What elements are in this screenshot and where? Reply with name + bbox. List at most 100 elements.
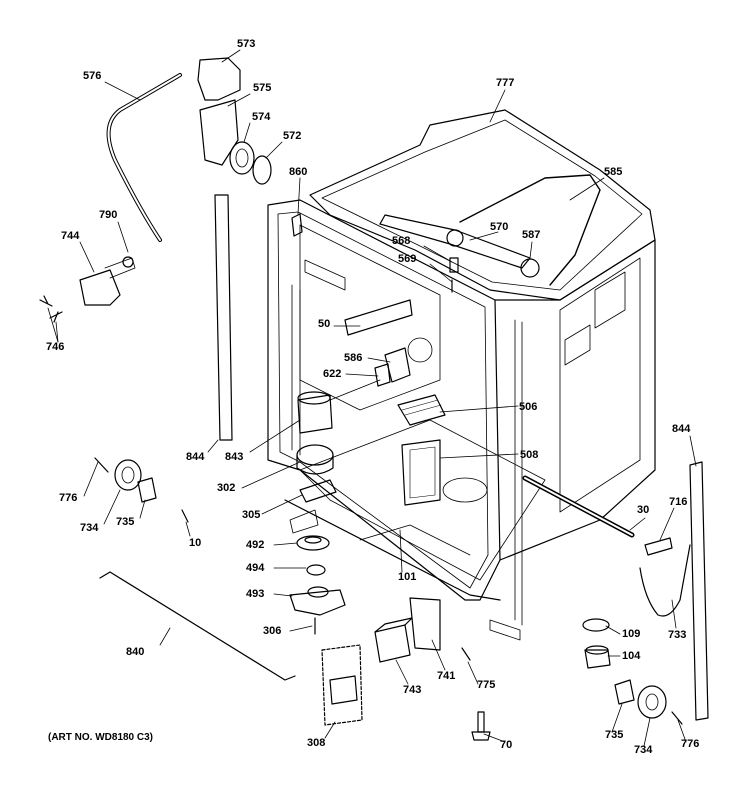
callout-777: 777 (496, 77, 514, 89)
callout-574: 574 (252, 111, 271, 123)
callout-840: 840 (126, 646, 144, 658)
rail-50 (344, 299, 413, 336)
tub-front-frame-inner (277, 211, 489, 589)
callout-109: 109 (622, 628, 640, 640)
washer-109 (582, 618, 610, 632)
leader-line (399, 529, 403, 573)
gasket-574 (229, 141, 255, 175)
leader-line (489, 89, 506, 123)
leader-line (483, 733, 506, 743)
pump-302 (296, 444, 334, 466)
leader-line (367, 357, 391, 363)
leader-line (324, 721, 336, 739)
ring-572 (252, 155, 272, 185)
conduit-585 (459, 174, 601, 286)
leader-line (659, 507, 675, 541)
sump-101 (359, 524, 471, 556)
leader-line (469, 231, 499, 241)
callout-576: 576 (83, 70, 101, 82)
leader-line (429, 263, 453, 283)
callout-776-left: 776 (59, 492, 77, 504)
leader-line (221, 49, 241, 63)
screw-746a (39, 295, 53, 307)
leader-line (677, 719, 687, 743)
gasket-strip-844-right (689, 461, 709, 721)
callout-305: 305 (242, 509, 260, 521)
leader-line (83, 461, 99, 497)
leader-line (605, 625, 621, 635)
leader-line (273, 593, 293, 597)
leader-line (104, 81, 141, 101)
gasket-strip-844-left (214, 194, 233, 441)
callout-744: 744 (61, 230, 80, 242)
leader-line (227, 93, 251, 107)
leader-line (261, 494, 303, 515)
callout-733: 733 (668, 629, 686, 641)
callout-10: 10 (189, 537, 201, 549)
pump-base-493 (289, 589, 346, 616)
vent-bracket-573 (197, 57, 241, 101)
tub-right-wall-window2 (564, 324, 591, 366)
nut-104 (584, 649, 611, 669)
callout-716: 716 (669, 496, 687, 508)
leader-line (249, 419, 301, 453)
callout-306: 306 (263, 625, 281, 637)
tub-foot-front (489, 619, 521, 641)
callout-569: 569 (398, 253, 416, 265)
leader-line (611, 703, 623, 733)
leader-line (643, 717, 651, 747)
callout-741: 741 (437, 670, 455, 682)
callout-586: 586 (344, 352, 362, 364)
rack-slide-left (304, 259, 346, 291)
leader-line (159, 627, 171, 646)
leader-line (629, 517, 646, 531)
bracket-741 (409, 597, 441, 651)
callout-575: 575 (253, 82, 271, 94)
leader-line (243, 122, 251, 143)
callout-492: 492 (246, 539, 264, 551)
tub-floor (299, 419, 546, 581)
callout-30: 30 (637, 504, 649, 516)
vent-575 (199, 99, 239, 166)
callout-843: 843 (225, 451, 243, 463)
tub-back-port (407, 337, 433, 363)
screw-746b (49, 311, 63, 323)
nut-587 (520, 258, 540, 278)
callout-572: 572 (283, 130, 301, 142)
callout-585: 585 (604, 166, 622, 178)
callout-734-left: 734 (80, 522, 99, 534)
tub-top-cover (309, 109, 656, 301)
tub-bottom-edge (284, 499, 501, 601)
leader-line (345, 373, 379, 377)
callout-860: 860 (289, 166, 307, 178)
callout-735-right: 735 (605, 729, 623, 741)
screw-776-left (94, 457, 109, 473)
leader-line (265, 141, 283, 159)
bracket-308 (321, 644, 363, 726)
callout-308: 308 (307, 737, 325, 749)
callout-790: 790 (99, 209, 117, 221)
callout-508: 508 (520, 449, 538, 461)
leader-line (79, 241, 95, 273)
leader-line (439, 453, 519, 459)
tub-right-wall-window (594, 271, 626, 329)
valve-fitting-790 (122, 256, 134, 268)
callout-734-right: 734 (634, 744, 653, 756)
leader-line (185, 521, 191, 537)
callout-568: 568 (392, 235, 410, 247)
callout-70: 70 (500, 739, 512, 751)
callout-104: 104 (622, 650, 641, 662)
seal-734-right (637, 685, 667, 719)
callout-844-left: 844 (186, 451, 205, 463)
leader-line (569, 177, 605, 201)
sump-opening (442, 477, 488, 503)
bracket-735-right (614, 679, 635, 705)
leader-line (103, 489, 121, 525)
callout-587: 587 (522, 229, 540, 241)
tub-foot-left (289, 509, 319, 534)
leader-line (439, 405, 519, 413)
spray-arm-hub-568 (449, 257, 459, 273)
leader-lines (47, 49, 697, 747)
